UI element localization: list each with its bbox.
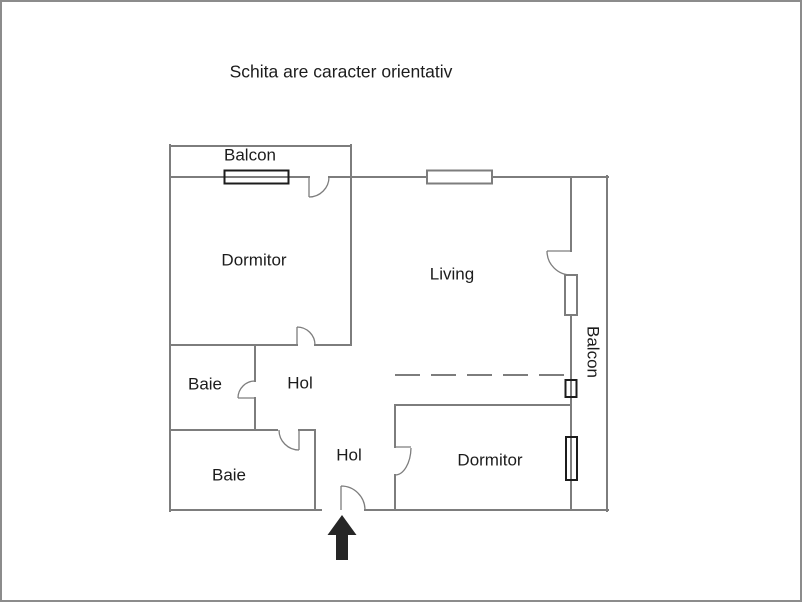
room-label-balcony-top: Balcon [224,145,276,165]
room-label-hall-bottom: Hol [336,445,362,465]
room-label-hall-top: Hol [287,373,313,393]
window-icon [564,379,578,398]
room-label-bath-bottom: Baie [211,465,247,485]
door-arc [296,326,316,346]
window-icon [564,274,578,316]
door-swings [237,176,572,511]
room-label-living: Living [429,264,475,284]
room-label-bedroom-bottom: Dormitor [457,450,523,470]
room-label-balcony-right: Balcon [583,326,603,378]
door-arc [308,176,330,198]
room-label-bedroom-top: Dormitor [221,250,287,270]
room-label-bath-top: Baie [187,374,223,394]
door-arc [546,250,572,276]
entrance-arrow-icon [327,515,357,560]
windows [223,169,578,481]
window-icon [426,169,493,185]
window-icon [565,436,578,481]
walls [169,144,609,512]
door-arc [237,380,256,399]
disclaimer-title: Schita are caracter orientativ [229,61,453,82]
door-arc [278,429,300,451]
door-arc [394,446,412,476]
door-arc [340,485,366,511]
window-icon [223,169,290,185]
